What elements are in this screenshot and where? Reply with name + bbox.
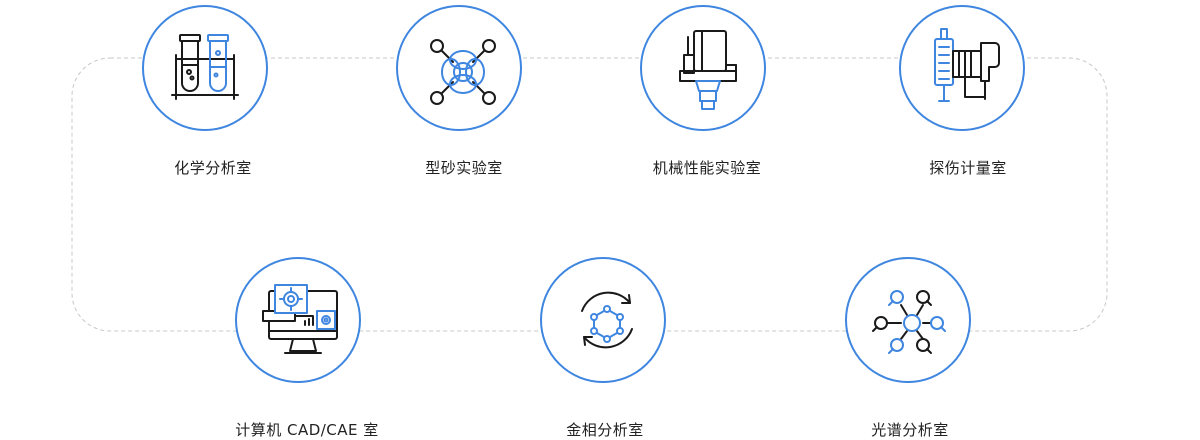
mechanical-lab-label-text: 机械性能实验室 [652,159,762,177]
chemistry-lab-node[interactable] [142,5,268,131]
flaw-detector-icon [934,28,1000,102]
spectrum-lab-label-text: 光谱分析室 [871,421,949,439]
chemistry-lab-label-text: 化学分析室 [174,159,252,177]
computer-gear-icon [262,284,338,354]
test-tubes-icon [171,34,239,100]
sand-lab-node[interactable] [396,5,522,131]
flaw-lab-label-text: 探伤计量室 [929,159,1007,177]
molecule-icon [430,39,496,105]
mechanical-lab-node[interactable] [640,5,766,131]
spectrum-lab-node[interactable] [845,257,971,383]
cycle-icon [581,291,633,349]
computer-lab-label-text: 计算机 CAD/CAE 室 [235,421,379,439]
metallographic-lab-label-text: 金相分析室 [566,421,644,439]
computer-lab-node[interactable] [235,257,361,383]
flaw-lab-node[interactable] [899,5,1025,131]
sand-lab-label-text: 型砂实验室 [425,159,503,177]
testing-machine-icon [679,30,737,110]
spectrum-network-icon [872,290,946,354]
metallographic-lab-node[interactable] [540,257,666,383]
